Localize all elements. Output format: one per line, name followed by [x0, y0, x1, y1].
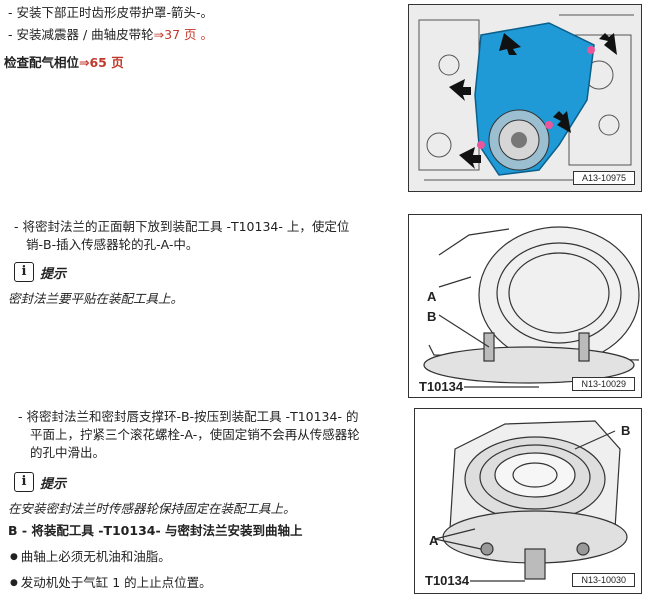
note-label: 提示 — [40, 267, 67, 282]
info-icon: i — [14, 262, 34, 282]
step-install-lower-belt-guard: 安装下部正时齿形皮带护罩-箭头-。 — [8, 4, 213, 22]
label-b: B — [427, 309, 437, 324]
step-press-flange-cont1: 平面上，拧紧三个滚花螺栓-A-，使固定销不会再从传感器轮 — [30, 427, 360, 442]
note-label: 提示 — [40, 477, 67, 492]
figure-code: N13-10030 — [572, 573, 635, 587]
info-icon: i — [14, 472, 34, 492]
step-press-flange-cont2: 的孔中滑出。 — [30, 445, 106, 460]
page-ref-link[interactable]: ⇒37 页 。 — [153, 27, 213, 42]
figure-flange-on-tool: A B T10134 N13-10029 — [408, 214, 642, 398]
section-heading-b: B - 将装配工具 -T10134- 与密封法兰安装到曲轴上 — [8, 523, 303, 538]
flange-tool-illustration — [423, 226, 640, 388]
figure-code: N13-10029 — [572, 377, 635, 391]
figure-code: A13-10975 — [572, 171, 635, 185]
check-valve-timing: 检查配气相位⇒65 页 — [4, 55, 124, 70]
step-install-damper: 安装减震器 / 曲轴皮带轮⇒37 页 。 — [8, 26, 213, 44]
figure-engine-front: A13-10975 — [408, 4, 642, 192]
bullet-no-oil: 曲轴上必须无机油和油脂。 — [10, 548, 171, 566]
figure-flange-pressed: B A T10134 N13-10030 — [414, 408, 642, 594]
note-text: 密封法兰要平贴在装配工具上。 — [8, 291, 184, 306]
tool-label: T10134 — [425, 573, 470, 588]
label-b: B — [621, 423, 631, 438]
step-press-flange: 将密封法兰和密封唇支撑环-B-按压到装配工具 -T10134- 的 — [18, 408, 358, 426]
bullet-tdc: 发动机处于气缸 1 的上止点位置。 — [10, 574, 212, 592]
tool-label: T10134 — [419, 379, 464, 394]
note-text: 在安装密封法兰时传感器轮保持固定在装配工具上。 — [8, 501, 296, 516]
arrow-markers — [449, 33, 617, 169]
engine-illustration — [409, 5, 641, 191]
label-a: A — [427, 289, 437, 304]
flange-pressed-illustration — [434, 420, 628, 582]
label-a: A — [429, 533, 439, 548]
page-ref-link[interactable]: ⇒65 页 — [79, 55, 124, 70]
step-place-flange: 将密封法兰的正面朝下放到装配工具 -T10134- 上，使定位 — [14, 218, 349, 236]
step-place-flange-cont: 销-B-插入传感器轮的孔-A-中。 — [26, 237, 199, 252]
